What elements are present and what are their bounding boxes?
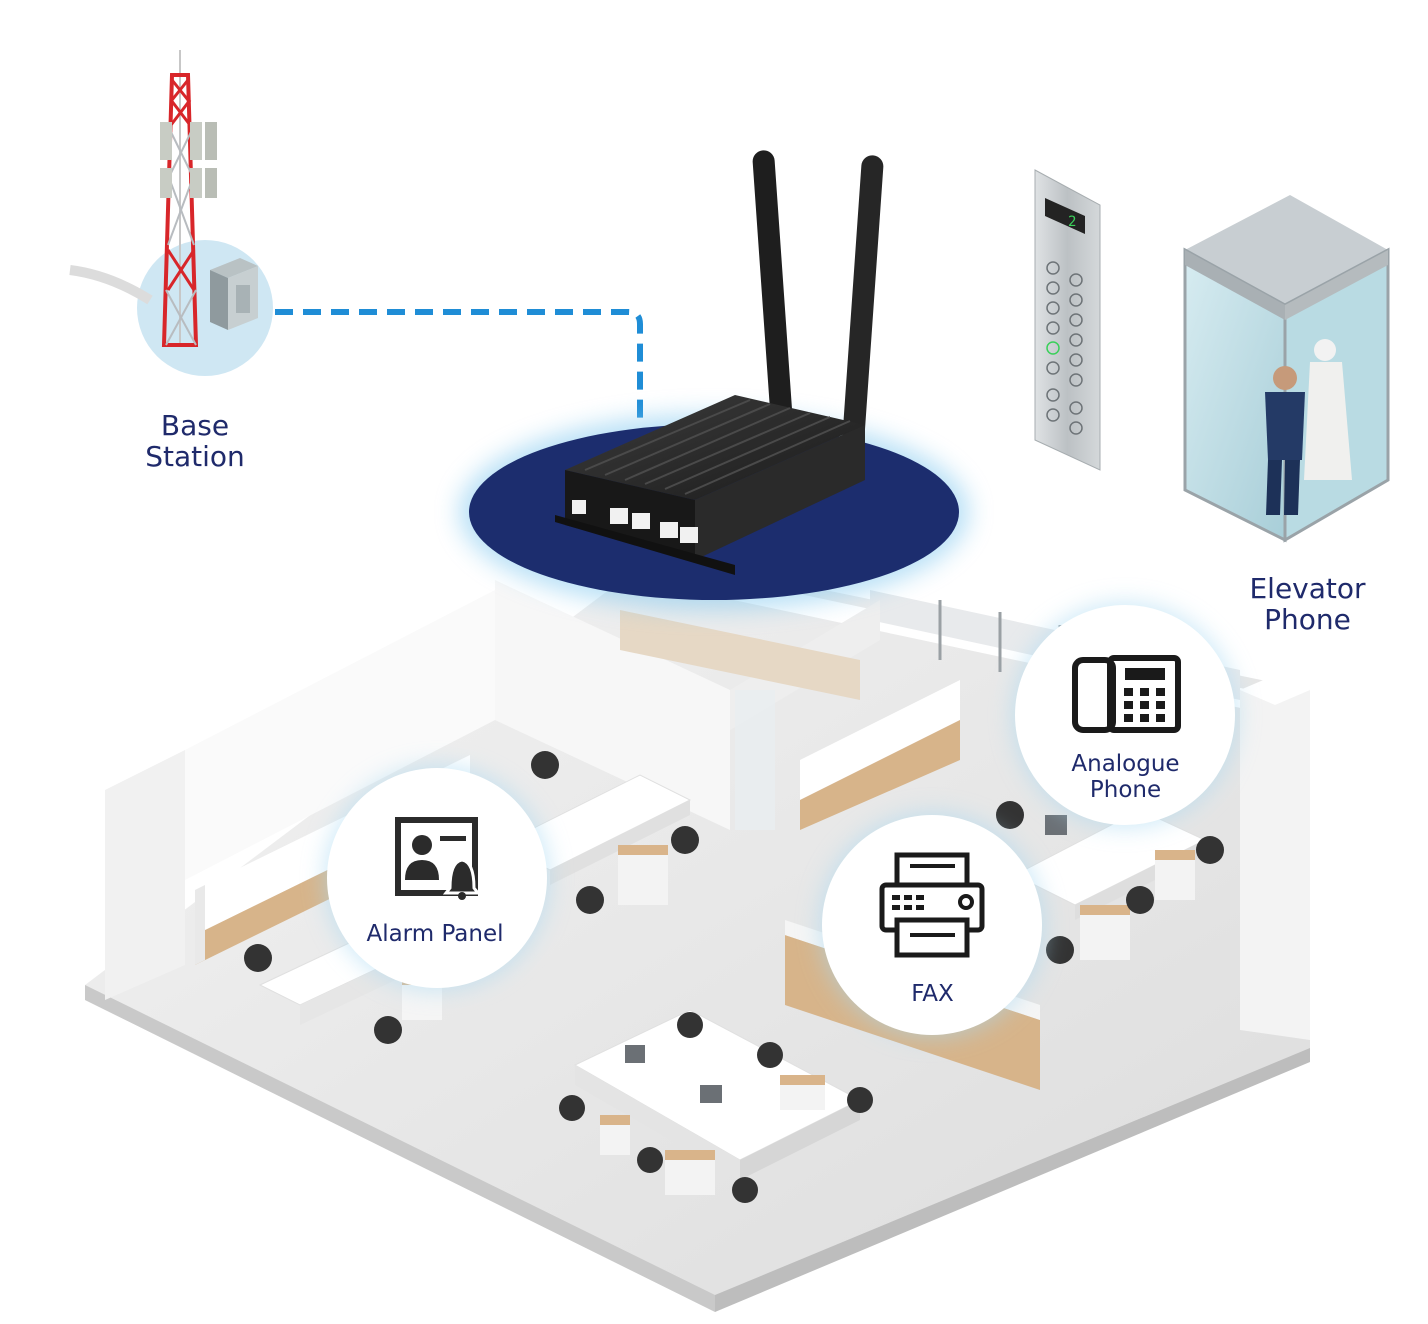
alarm-panel-label: Alarm Panel	[366, 921, 504, 947]
equipment-shelter-icon	[210, 258, 258, 330]
desk-cluster-mid	[498, 751, 699, 914]
alarm-panel-node	[325, 766, 549, 990]
analogue-phone-label: Analogue Phone	[1028, 751, 1223, 804]
elevator-floor-display: 2	[1068, 214, 1076, 230]
router-ports	[572, 500, 698, 543]
elevator-car	[1183, 195, 1390, 543]
base-station	[69, 50, 273, 376]
elevator-button-panel: 2	[1034, 169, 1101, 471]
floor-slab	[85, 555, 1310, 1310]
elevator-phone-label: Elevator Phone	[1215, 573, 1400, 636]
elevator-phone-label-line1: Elevator	[1249, 572, 1366, 605]
fax-node	[820, 813, 1044, 1037]
meeting-room-wall	[495, 580, 730, 830]
analogue-phone-icon	[1072, 655, 1181, 733]
cellular-router	[459, 150, 969, 610]
base-station-label-line1: Base	[160, 409, 230, 442]
base-station-label-line2: Station	[145, 440, 245, 474]
antenna-icon	[752, 150, 884, 445]
desk-cluster-center	[559, 1009, 873, 1203]
elevator-phone-label-line2: Phone	[1264, 603, 1351, 637]
alarm-panel-icon	[395, 817, 482, 900]
analogue-phone-label-line2: Phone	[1089, 776, 1162, 803]
desk-cluster-right	[996, 801, 1224, 964]
base-station-label: Base Station	[110, 410, 280, 473]
fax-machine-icon	[879, 852, 985, 958]
fax-label: FAX	[911, 981, 954, 1007]
analogue-phone-label-line1: Analogue	[1071, 751, 1180, 777]
analogue-phone-node	[1013, 603, 1237, 827]
base-station-link-line	[275, 309, 643, 425]
elevator-passenger-icon	[1265, 339, 1352, 515]
storage-cabinets-right	[800, 680, 960, 800]
cell-tower-icon	[69, 50, 217, 347]
